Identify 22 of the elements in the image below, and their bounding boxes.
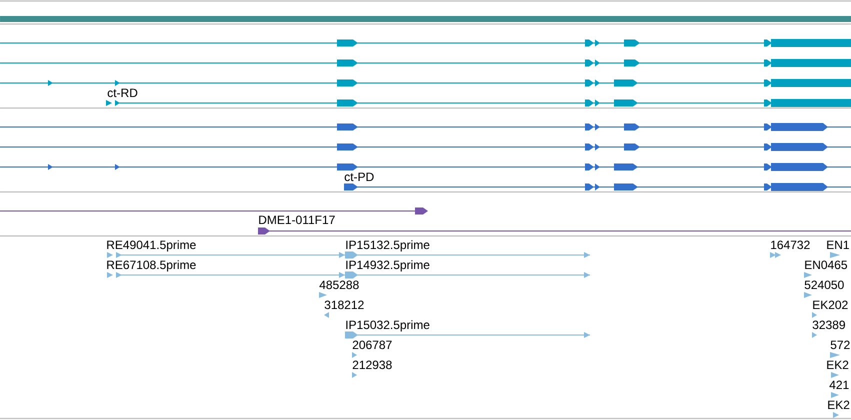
feature-label: 164732 <box>771 240 810 250</box>
feature-label: RE67108.5prime <box>107 260 196 272</box>
feature-label: 212938 <box>352 360 392 370</box>
feature-label: EK2 <box>827 360 848 369</box>
feature-label: EK202 <box>813 300 848 310</box>
feature-label: 485288 <box>320 280 359 290</box>
feature-label: ct-PD <box>344 172 374 182</box>
feature-label: IP15132.5prime <box>346 240 430 252</box>
feature-label: EN1 <box>827 240 849 249</box>
feature-label: EK2 <box>828 400 850 409</box>
feature-label: DME1-011F17 <box>259 216 335 224</box>
feature-label: 421 <box>829 380 849 389</box>
feature-label: 572 <box>830 340 850 350</box>
feature-label: IP14932.5prime <box>346 260 430 272</box>
feature-label: RE49041.5prime <box>107 240 196 252</box>
feature-label: ct-RD <box>108 88 138 98</box>
feature-label: 32389 <box>812 320 845 330</box>
feature-label: 206787 <box>352 340 392 350</box>
feature-label: IP15032.5prime <box>346 320 430 332</box>
feature-label: 524050 <box>804 280 844 290</box>
feature-label: 318212 <box>324 300 364 310</box>
feature-label: EN0465 <box>805 260 848 270</box>
